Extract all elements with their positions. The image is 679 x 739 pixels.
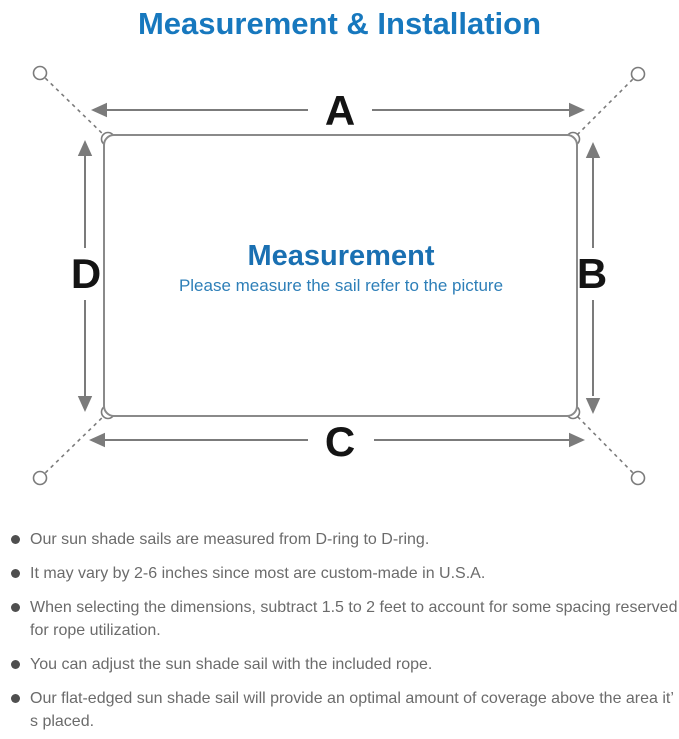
rope-line-top-left — [39, 72, 109, 140]
note-item: You can adjust the sun shade sail with t… — [0, 653, 679, 676]
dimension-label-c: C — [325, 418, 355, 465]
arrowhead-up-icon — [585, 142, 601, 158]
bullet-dot-icon — [11, 603, 20, 612]
dimension-arrow-b: B — [577, 142, 607, 414]
anchor-ring-icon-top-right — [630, 66, 646, 82]
bullet-dot-icon — [11, 694, 20, 703]
note-item: When selecting the dimensions, subtract … — [0, 596, 679, 642]
bullet-dot-icon — [11, 569, 20, 578]
dimension-label-b: B — [577, 250, 607, 297]
diagram-center-title: Measurement — [248, 240, 435, 272]
anchor-ring-icon-top-left — [32, 65, 48, 81]
bullet-dot-icon — [11, 660, 20, 669]
note-text: Our sun shade sails are measured from D-… — [30, 531, 430, 548]
note-item: Our sun shade sails are measured from D-… — [0, 528, 679, 551]
dimension-label-a: A — [325, 87, 355, 134]
arrowhead-left-icon — [89, 432, 105, 448]
rope-line-bottom-left — [39, 411, 109, 479]
bullet-dot-icon — [11, 535, 20, 544]
notes-list: Our sun shade sails are measured from D-… — [0, 525, 679, 733]
arrowhead-right-icon — [569, 102, 585, 118]
dimension-arrow-c: C — [89, 418, 585, 465]
dimension-arrow-d: D — [71, 140, 101, 412]
rope-line-top-right — [572, 73, 639, 140]
note-text: Our flat-edged sun shade sail will provi… — [30, 690, 674, 730]
anchor-ring-icon-bottom-right — [630, 470, 646, 486]
arrowhead-down-icon — [585, 398, 601, 414]
rope-line-bottom-right — [572, 411, 639, 479]
arrowhead-right-icon — [569, 432, 585, 448]
sail-outline — [103, 134, 578, 417]
diagram-center-subtitle: Please measure the sail refer to the pic… — [179, 276, 503, 295]
measurement-diagram: A C D B Measurement Please meas — [32, 65, 646, 486]
anchor-ring-icon-bottom-left — [32, 470, 48, 486]
note-text: It may vary by 2-6 inches since most are… — [30, 565, 486, 582]
anchor-rings — [32, 65, 646, 486]
arrowhead-down-icon — [77, 396, 93, 412]
dimension-arrow-a: A — [91, 87, 585, 134]
rope-lines — [39, 72, 639, 479]
dimension-label-d: D — [71, 250, 101, 297]
note-text: When selecting the dimensions, subtract … — [30, 599, 678, 639]
arrowhead-left-icon — [91, 102, 107, 118]
arrowhead-up-icon — [77, 140, 93, 156]
note-item: Our flat-edged sun shade sail will provi… — [0, 687, 679, 733]
note-text: You can adjust the sun shade sail with t… — [30, 656, 433, 673]
page-title: Measurement & Installation — [137, 6, 542, 41]
note-item: It may vary by 2-6 inches since most are… — [0, 562, 679, 585]
